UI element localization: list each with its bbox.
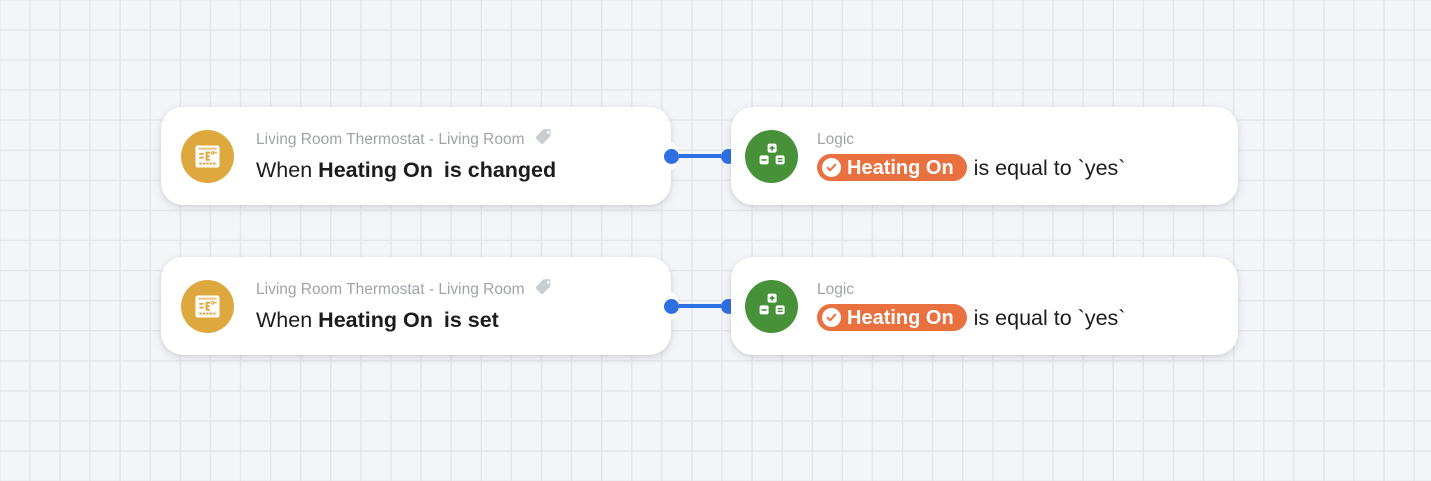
condition-pill-label: Heating On (847, 306, 954, 329)
trigger-node[interactable]: Living Room Thermostat - Living Room Whe… (161, 257, 671, 355)
connector-link[interactable] (664, 148, 736, 164)
trigger-title-suffix: is changed (443, 158, 557, 182)
logic-calculator-icon (745, 279, 798, 333)
condition-subtitle-row: Logic (817, 130, 1125, 150)
trigger-subtitle-row: Living Room Thermostat - Living Room (256, 277, 553, 302)
check-circle-icon (822, 158, 841, 177)
condition-subtitle: Logic (817, 130, 855, 148)
condition-property-pill[interactable]: Heating On (817, 304, 967, 331)
condition-node[interactable]: Logic Heating On is equal to `yes` (731, 107, 1238, 205)
condition-property-pill[interactable]: Heating On (817, 154, 967, 181)
tag-icon (534, 127, 553, 152)
condition-pill-label: Heating On (847, 156, 954, 179)
connector-line (679, 304, 721, 308)
check-circle-icon (822, 308, 841, 327)
condition-node-text: Logic Heating On is equal to `yes` (817, 130, 1125, 183)
trigger-subtitle-row: Living Room Thermostat - Living Room (256, 127, 556, 152)
trigger-title-suffix: is set (443, 308, 499, 332)
condition-expression: is equal to `yes` (973, 305, 1126, 330)
trigger-title-property: Heating On (318, 308, 433, 332)
output-port-dot[interactable] (664, 298, 679, 314)
trigger-subtitle: Living Room Thermostat - Living Room (256, 130, 525, 148)
output-port-dot[interactable] (664, 148, 679, 164)
condition-node-text: Logic Heating On is equal to `yes` (817, 280, 1125, 333)
trigger-title-property: Heating On (318, 158, 433, 182)
trigger-title: When Heating On is changed (256, 155, 556, 185)
trigger-node-text: Living Room Thermostat - Living Room Whe… (256, 277, 553, 335)
condition-expression: is equal to `yes` (973, 155, 1126, 180)
trigger-subtitle: Living Room Thermostat - Living Room (256, 280, 525, 298)
trigger-title-prefix: When (256, 308, 313, 332)
condition-node[interactable]: Logic Heating On is equal to `yes` (731, 257, 1238, 355)
tag-icon (534, 277, 553, 302)
thermostat-icon (181, 279, 234, 333)
logic-calculator-icon (745, 129, 798, 183)
condition-subtitle-row: Logic (817, 280, 1125, 300)
condition-title: Heating On is equal to `yes` (817, 303, 1125, 333)
condition-subtitle: Logic (817, 280, 855, 298)
trigger-node-text: Living Room Thermostat - Living Room Whe… (256, 127, 556, 185)
connector-link[interactable] (664, 298, 736, 314)
connector-line (679, 154, 721, 158)
trigger-title: When Heating On is set (256, 305, 553, 335)
condition-title: Heating On is equal to `yes` (817, 153, 1125, 183)
trigger-title-prefix: When (256, 158, 313, 182)
trigger-node[interactable]: Living Room Thermostat - Living Room Whe… (161, 107, 671, 205)
thermostat-icon (181, 129, 234, 183)
